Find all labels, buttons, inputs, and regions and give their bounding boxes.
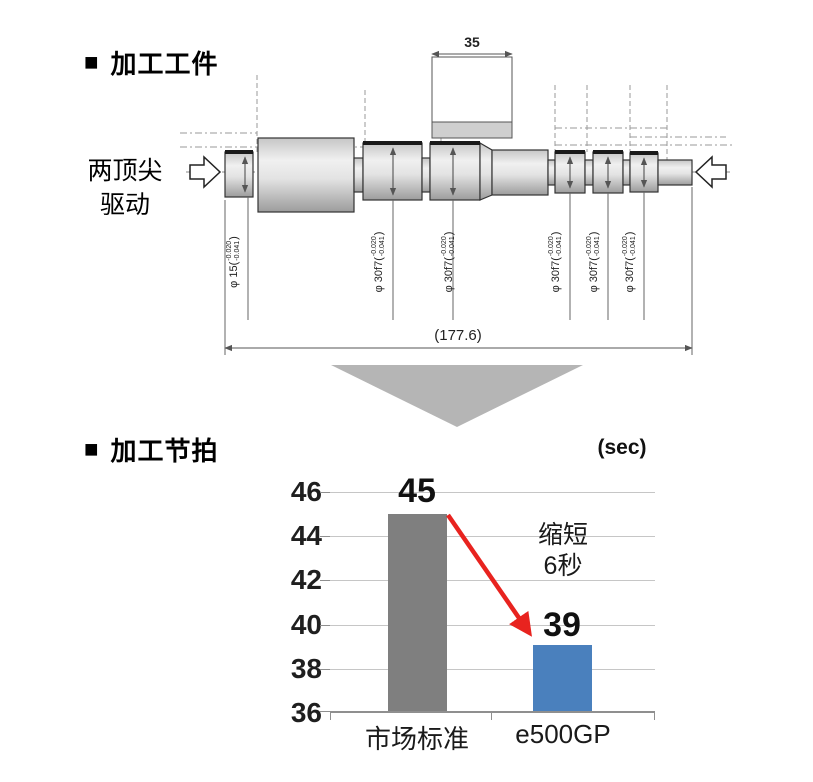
- shaft-end-journal: [657, 159, 693, 186]
- y-tick-mark: [320, 580, 330, 581]
- drive-mode-line2: 驱动: [99, 190, 150, 219]
- y-tick-mark: [320, 492, 330, 493]
- bar-value-label: 39: [543, 606, 581, 644]
- y-tick-label: 38: [290, 653, 322, 684]
- bar-e500gp: [533, 645, 592, 711]
- x-tick-mark: [491, 713, 492, 720]
- y-tick-mark: [320, 711, 330, 712]
- top-width-dim-text: 35: [464, 34, 480, 50]
- y-tick-label: 36: [290, 697, 322, 728]
- cycle-section-title: 加工节拍: [110, 436, 219, 466]
- x-tick-mark: [654, 713, 655, 720]
- diameter-label: φ 30f7( -0.020-0.041 ): [548, 231, 563, 293]
- down-triangle-icon: [331, 365, 583, 427]
- top-width-feature: 35: [431, 34, 513, 139]
- reduction-arrow-icon: [446, 513, 532, 637]
- drive-arrow-left-icon: [694, 155, 727, 189]
- overall-length-dim-text: (177.6): [434, 327, 482, 344]
- diameter-label: φ 30f7( -0.020-0.041 ): [622, 231, 637, 293]
- workpiece-section-header: ■ 加工工件: [84, 44, 219, 81]
- workpiece-section-title: 加工工件: [110, 49, 219, 79]
- square-bullet-icon: ■: [84, 48, 100, 76]
- diameter-arrows: [241, 147, 648, 196]
- x-tick-mark: [330, 713, 331, 720]
- y-tick-label: 44: [290, 520, 322, 551]
- gridline: [330, 492, 655, 493]
- ground-surface-bands: [225, 141, 658, 155]
- diameter-label: φ 30f7( -0.020-0.041 ): [586, 231, 601, 293]
- x-axis-line: [330, 711, 655, 713]
- extension-lines: [224, 187, 693, 355]
- shaft-neck: [353, 157, 364, 193]
- gridline: [330, 536, 655, 537]
- unit-label: (sec): [597, 436, 647, 459]
- shaft-segment: [429, 142, 481, 201]
- y-tick-mark: [320, 625, 330, 626]
- shaft-segment: [491, 149, 549, 196]
- y-tick-mark: [320, 669, 330, 670]
- y-tick-mark: [320, 536, 330, 537]
- shaft-segment: [257, 137, 355, 213]
- shaft-neck: [421, 157, 431, 193]
- bar-market-standard: [388, 514, 447, 711]
- diameter-label: φ 15( -0.020-0.041 ): [226, 236, 241, 288]
- shaft-body: [224, 137, 693, 213]
- drive-mode-line1: 两顶尖: [87, 157, 163, 185]
- drive-mode-label: 两顶尖 驱动: [70, 155, 180, 223]
- y-tick-label: 46: [290, 476, 322, 507]
- y-tick-label: 40: [290, 609, 322, 640]
- gridline: [330, 669, 655, 670]
- diameter-label: φ 30f7( -0.020-0.041 ): [371, 231, 386, 293]
- chart-plot-area: [320, 492, 655, 720]
- shaft-chamfer: [479, 141, 493, 201]
- workpiece-drawing: 35: [180, 34, 734, 355]
- shaft-neck: [584, 159, 594, 186]
- diameter-label: φ 30f7( -0.020-0.041 ): [441, 231, 456, 293]
- square-bullet-icon: ■: [84, 435, 100, 463]
- gridline: [330, 625, 655, 626]
- drive-arrow-right-icon: [189, 155, 222, 189]
- cycle-section-header: ■ 加工节拍: [84, 431, 219, 468]
- category-label-e500gp: e500GP: [515, 719, 611, 749]
- shaft-neck: [547, 159, 556, 186]
- shaft-neck: [622, 159, 631, 186]
- category-label-market-standard: 市场标准: [364, 724, 469, 754]
- reduction-annotation: 缩短 6秒: [537, 521, 588, 581]
- bar-value-label: 45: [398, 472, 436, 510]
- y-tick-label: 42: [290, 564, 322, 595]
- shaft-segment: [224, 151, 254, 198]
